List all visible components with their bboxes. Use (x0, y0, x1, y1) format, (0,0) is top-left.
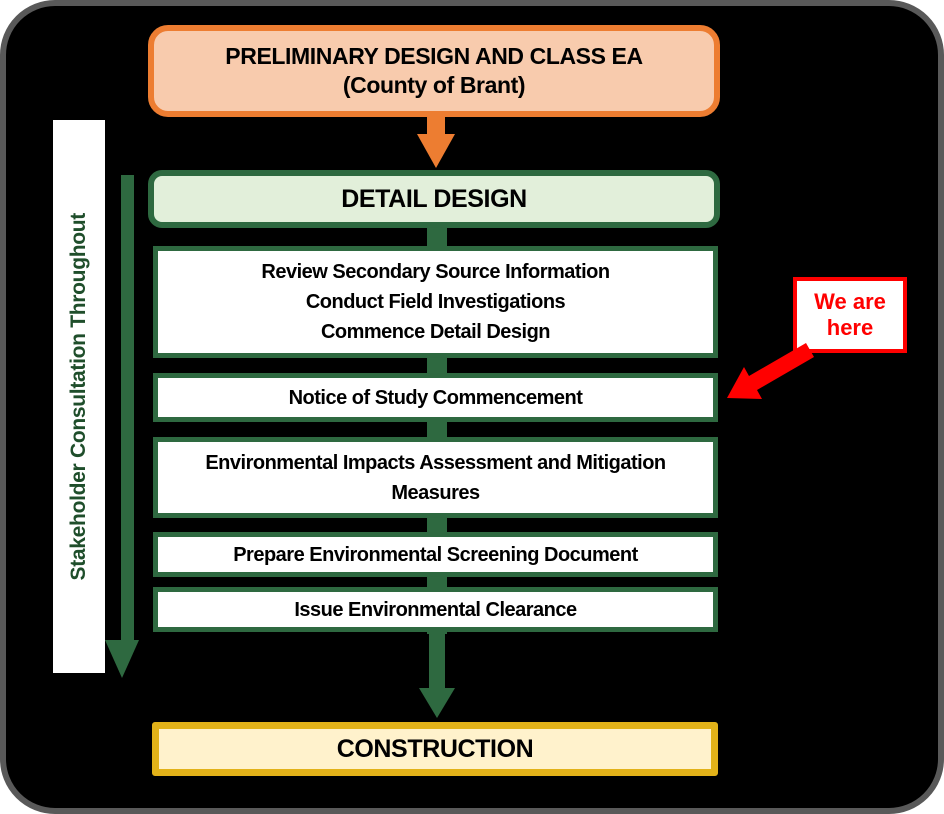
step-line: Review Secondary Source Information (261, 261, 610, 283)
stakeholder-consultation-strip: Stakeholder Consultation Throughout (53, 120, 105, 673)
step-box-environmental-impacts: Environmental Impacts Assessment and Mit… (153, 437, 718, 518)
step-line: Notice of Study Commencement (288, 386, 583, 409)
construction-box: CONSTRUCTION (152, 722, 718, 776)
orange-down-arrow-icon (417, 134, 455, 168)
green-down-arrow-icon (419, 688, 455, 718)
step-box-notice-of-commencement: Notice of Study Commencement (153, 373, 718, 422)
step-box-screening-document: Prepare Environmental Screening Document (153, 532, 718, 577)
preliminary-design-line1: PRELIMINARY DESIGN AND CLASS EA (225, 43, 643, 69)
preliminary-design-box: PRELIMINARY DESIGN AND CLASS EA (County … (148, 25, 720, 117)
step-line: Commence Detail Design (320, 321, 551, 343)
stakeholder-timeline-arrow-icon (105, 640, 139, 678)
we-are-here-line1: We are (814, 289, 886, 314)
we-are-here-callout: We are here (793, 277, 907, 353)
construction-label: CONSTRUCTION (336, 734, 534, 763)
preliminary-design-line2: (County of Brant) (342, 72, 526, 98)
orange-down-arrow-shaft (427, 112, 445, 136)
we-are-here-arrow-icon (727, 343, 814, 399)
step-box-environmental-clearance: Issue Environmental Clearance (153, 587, 718, 632)
detail-design-label: DETAIL DESIGN (341, 184, 527, 213)
step-line: Prepare Environmental Screening Document (233, 543, 638, 566)
stakeholder-timeline-arrow-shaft (121, 175, 134, 642)
step-line: Environmental Impacts Assessment and Mit… (205, 451, 666, 504)
detail-design-box: DETAIL DESIGN (148, 170, 720, 228)
stakeholder-consultation-label: Stakeholder Consultation Throughout (67, 212, 90, 581)
step-line: Issue Environmental Clearance (294, 598, 577, 621)
step-line: Conduct Field Investigations (305, 291, 566, 313)
green-down-arrow-shaft (429, 632, 445, 690)
we-are-here-line2: here (826, 315, 874, 340)
step-box-review-sources: Review Secondary Source Information Cond… (153, 246, 718, 358)
